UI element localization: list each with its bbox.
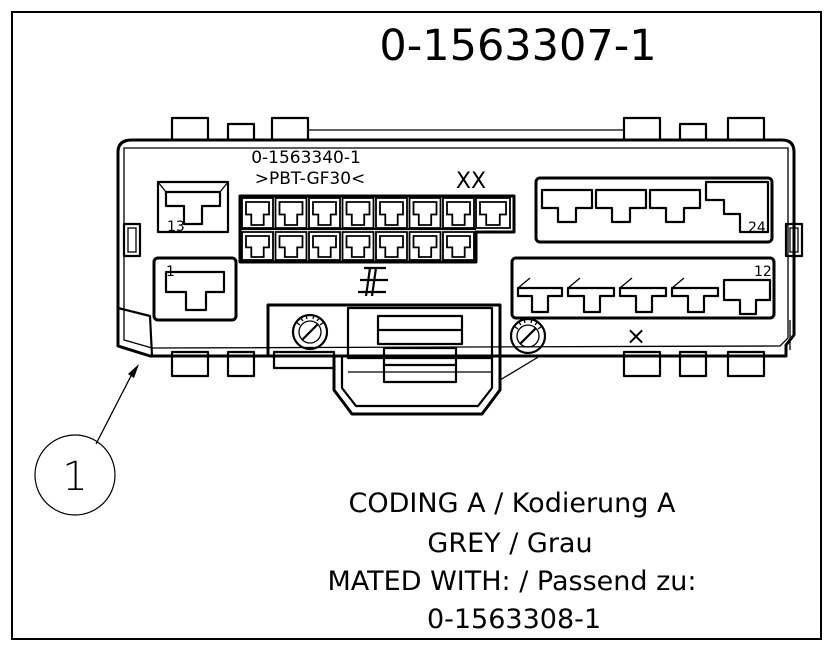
signal-cavity-upper — [375, 197, 408, 229]
date-code-right — [509, 317, 547, 355]
cavity-pin-1 — [152, 256, 238, 322]
signal-cavity-upper — [341, 197, 375, 229]
cavity-group-right-lower — [510, 256, 776, 320]
pin-label-13: 13 — [167, 219, 185, 235]
cavity-group-left-upper — [238, 194, 516, 264]
signal-cavity-lower — [341, 231, 375, 261]
note-color: GREY / Grau — [427, 528, 592, 559]
signal-cavity-lower — [375, 231, 408, 261]
signal-cavity-lower — [241, 231, 274, 261]
te-logo-icon — [358, 266, 388, 297]
drawing-frame — [11, 11, 822, 640]
signal-cavity-upper — [475, 197, 511, 229]
note-mated-with: MATED WITH: / Passend zu: — [328, 566, 697, 597]
material-code: >PBT-GF30< — [255, 169, 366, 189]
signal-cavity-lower — [442, 231, 475, 261]
signal-cavity-lower — [274, 231, 308, 261]
signal-cavity-upper — [442, 197, 475, 229]
note-coding: CODING A / Kodierung A — [349, 488, 676, 519]
signal-cavity-lower — [408, 231, 442, 261]
coding-mark: × — [626, 322, 646, 350]
signal-cavity-upper — [308, 197, 341, 229]
signal-cavity-lower — [308, 231, 341, 261]
item-balloon — [34, 434, 116, 516]
top-tabs — [170, 116, 766, 142]
bottom-feet — [170, 350, 766, 378]
small-cavities — [241, 197, 511, 261]
signal-cavity-upper — [241, 197, 274, 229]
note-mating-part: 0-1563308-1 — [427, 604, 601, 635]
signal-cavity-upper — [274, 197, 308, 229]
mold-part-number: 0-1563340-1 — [251, 148, 361, 168]
balloon-leader — [95, 364, 139, 445]
housing-body — [116, 138, 796, 358]
cavity-pin-13 — [156, 180, 230, 234]
cavity-group-right-upper — [534, 176, 774, 244]
pin-label-1: 1 — [166, 264, 175, 280]
date-code-left — [291, 313, 329, 351]
pin-label-12: 12 — [754, 264, 772, 280]
item-balloon-number: 1 — [62, 454, 87, 500]
part-number-title: 0-1563307-1 — [379, 21, 656, 71]
center-latch — [266, 303, 541, 416]
cavity-code-xx: XX — [456, 169, 486, 194]
pin-label-24: 24 — [748, 220, 766, 236]
signal-cavity-upper — [408, 197, 442, 229]
